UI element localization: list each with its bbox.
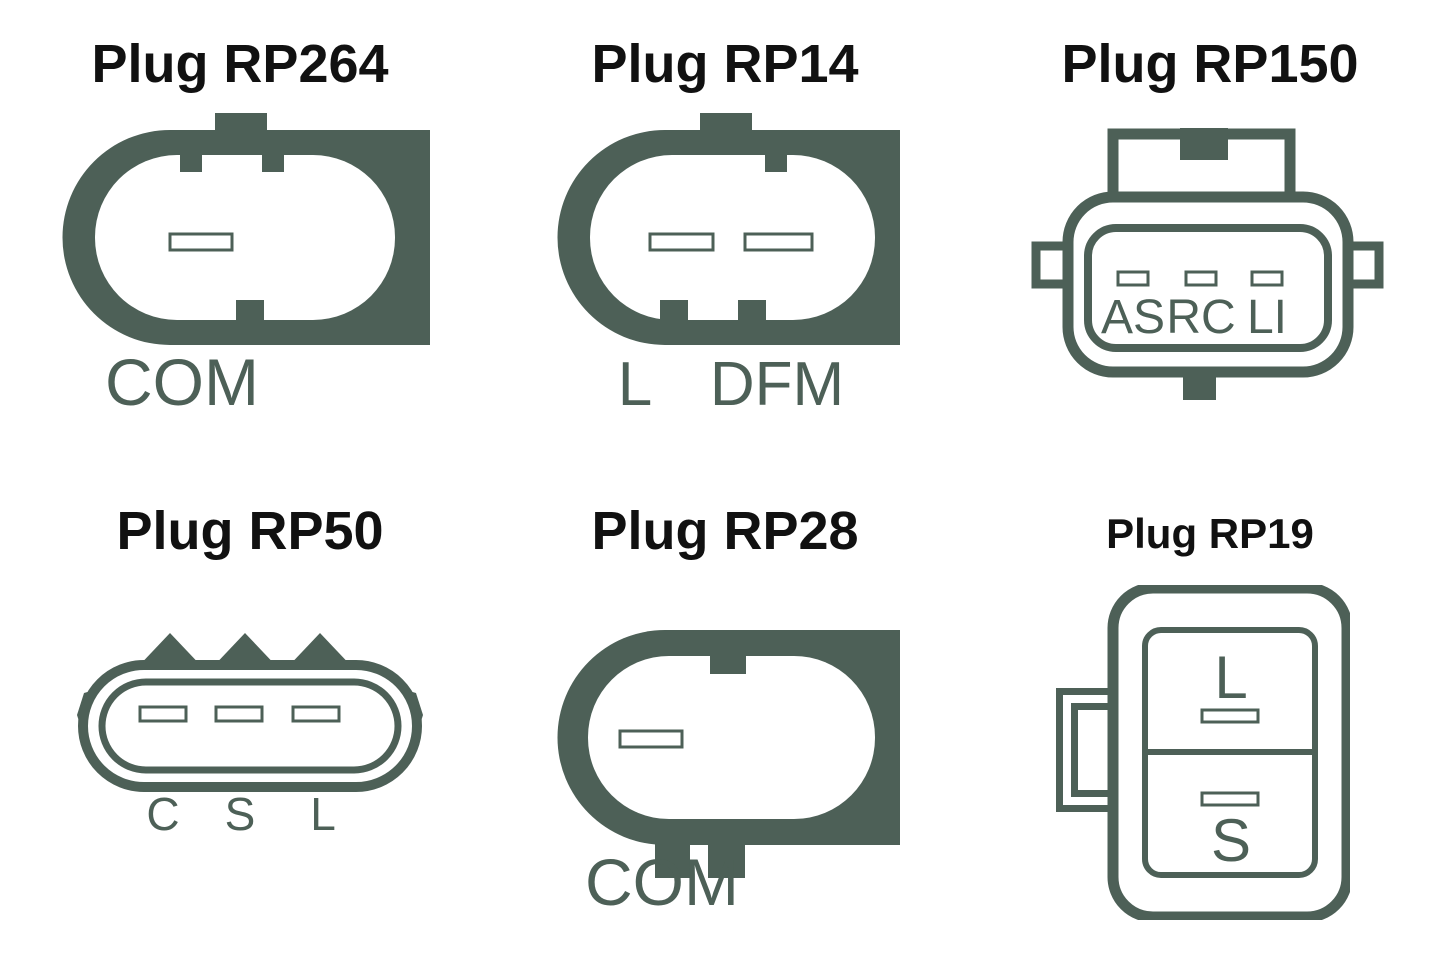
rp14-bottom-notch-left bbox=[660, 300, 688, 320]
plug-title-rp150: Plug RP150 bbox=[1061, 34, 1359, 94]
rp19-pin-l bbox=[1200, 708, 1260, 724]
plug-panel-rp50: Plug RP50 C S L bbox=[40, 492, 460, 952]
rp150-pin-label-rc: RC bbox=[1166, 291, 1235, 344]
rp14-pin-label-dfm: DFM bbox=[710, 350, 844, 419]
rp14-connector-diagram: L DFM bbox=[557, 113, 900, 419]
rp28-connector-diagram: COM bbox=[557, 630, 900, 919]
rp14-pin-l bbox=[648, 232, 715, 252]
rp264-cavity bbox=[95, 155, 395, 320]
rp28-top-notch bbox=[710, 656, 746, 674]
rp19-pin-label-l: L bbox=[1214, 644, 1247, 711]
rp150-pin-as bbox=[1116, 270, 1150, 287]
rp14-pin-dfm bbox=[743, 232, 814, 252]
rp264-pin-label-com: COM bbox=[105, 345, 259, 419]
rp264-connector-diagram: COM bbox=[62, 113, 430, 419]
rp14-bottom-notch-right bbox=[738, 300, 766, 320]
rp50-pin-label-c: C bbox=[146, 788, 179, 840]
rp150-pin-label-as: AS bbox=[1101, 291, 1165, 344]
rp19-side-bracket-inner bbox=[1063, 695, 1117, 805]
rp50-pin-label-s: S bbox=[225, 788, 256, 840]
rp28-pin-label-com: COM bbox=[585, 845, 739, 919]
rp150-connector-diagram: AS RC LI bbox=[1031, 128, 1384, 400]
rp264-key-notch-left bbox=[180, 155, 202, 172]
rp150-pin-label-li: LI bbox=[1247, 291, 1287, 344]
plug-title-rp14: Plug RP14 bbox=[591, 34, 859, 94]
plug-panel-rp28: Plug RP28 COM bbox=[520, 492, 930, 952]
rp264-bottom-notch bbox=[236, 300, 264, 320]
plug-title-rp28: Plug RP28 bbox=[591, 501, 859, 561]
plug-title-rp264: Plug RP264 bbox=[91, 34, 389, 94]
rp264-top-tab bbox=[215, 113, 267, 133]
plug-panel-rp150: Plug RP150 AS RC LI bbox=[1020, 25, 1400, 465]
rp264-pin-com bbox=[168, 232, 234, 252]
rp50-pin-s bbox=[214, 705, 264, 723]
rp150-pin-li bbox=[1250, 270, 1284, 287]
plug-panel-rp264: Plug RP264 COM bbox=[40, 25, 440, 465]
rp50-connector-diagram: C S L bbox=[77, 633, 423, 840]
rp50-pin-label-l: L bbox=[310, 788, 336, 840]
rp150-cavity bbox=[1084, 224, 1332, 352]
rp150-mount-notch bbox=[1180, 128, 1228, 160]
rp14-top-tab bbox=[700, 113, 752, 133]
rp150-pin-rc bbox=[1184, 270, 1218, 287]
plug-title-rp50: Plug RP50 bbox=[116, 501, 384, 561]
rp28-cavity bbox=[588, 656, 875, 819]
rp50-pin-c bbox=[138, 705, 188, 723]
rp28-pin-com bbox=[618, 729, 684, 749]
rp14-pin-label-l: L bbox=[618, 350, 652, 419]
rp14-cavity bbox=[590, 155, 875, 320]
rp50-cavity bbox=[98, 678, 402, 774]
rp19-pin-s bbox=[1200, 791, 1260, 807]
rp14-key-notch-top bbox=[765, 155, 787, 172]
rp19-pin-label-s: S bbox=[1211, 807, 1251, 874]
plug-title-rp19: Plug RP19 bbox=[1106, 510, 1314, 557]
rp19-connector-diagram: L S bbox=[1056, 585, 1350, 920]
plug-panel-rp19: Plug RP19 L S bbox=[1020, 492, 1400, 952]
rp50-pin-l bbox=[291, 705, 341, 723]
rp264-key-notch-right bbox=[262, 155, 284, 172]
plug-panel-rp14: Plug RP14 L DFM bbox=[520, 25, 930, 465]
